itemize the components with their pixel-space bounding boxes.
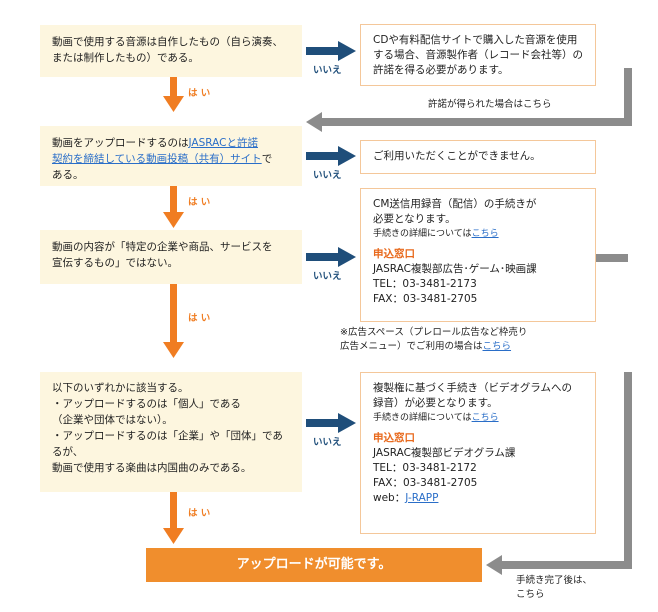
result-3-line-2: 必要となります。 [373,213,456,225]
question-4-line-3: （企業や団体ではない）。 [52,414,173,426]
j-rapp-link[interactable]: J-RAPP [405,492,439,504]
result-1-line-2: する場合、音源製作者（レコード会社等）の [373,49,583,61]
result-4-box: 複製権に基づく手続き（ビデオグラムへの 録音）が必要となります。 手続きの詳細に… [360,372,596,534]
result-4-line-1: 複製権に基づく手続き（ビデオグラムへの [373,382,572,394]
completion-return-line [500,372,632,569]
result-3-box: CM送信用録音（配信）の手続きが 必要となります。 手続きの詳細についてはこちら… [360,188,596,322]
ad-note-link[interactable]: こちら [482,341,512,352]
result-4-detail-link[interactable]: こちら [471,413,499,423]
result-3-contact-line-1: JASRAC複製部広告･ゲーム･映画課 [373,263,537,275]
no-arrow-3 [306,247,356,267]
completion-note-line-1: 手続き完了後は、 [516,575,593,586]
question-1-line-2: または制作したもの）である。 [52,52,199,64]
result-2-box: ご利用いただくことができません。 [360,140,596,174]
no-label-4: いいえ [313,437,342,448]
permission-note[interactable]: 許諾が得られた場合はこちら [428,99,552,110]
question-4-line-1: 以下のいずれかに該当する。 [52,382,189,394]
question-4-box: 以下のいずれかに該当する。 ・アップロードするのは「個人」である （企業や団体で… [40,372,302,492]
permission-return-line [320,68,632,126]
result-4-line-2: 録音）が必要となります。 [373,397,498,409]
upload-possible-banner: アップロードが可能です。 [146,548,482,582]
result-3-line-1: CM送信用録音（配信）の手続きが [373,198,537,210]
ad-note-line-1: ※広告スペース（プレロール広告など枠売り [340,327,528,338]
result-4-contact-title: 申込窓口 [373,432,415,444]
result-1-box: CDや有料配信サイトで購入した音源を使用 する場合、音源製作者（レコード会社等）… [360,24,596,86]
result-4-web: web：J-RAPP [373,491,583,506]
result-4-contact-line-2: TEL：03-3481-2172 [373,462,477,474]
result-3-contact-title: 申込窓口 [373,248,415,260]
no-arrow-4 [306,413,356,433]
question-3-box: 動画の内容が「特定の企業や商品、サービスを 宣伝するもの」ではない。 [40,230,302,284]
no-arrow-2 [306,146,356,166]
question-4-line-2: ・アップロードするのは「個人」である [52,398,241,410]
result-3-detail-text: 手続きの詳細については [373,229,472,239]
yes-arrow-4 [163,492,184,544]
yes-label-2: は い [188,197,211,208]
result-4-web-label: web： [373,492,406,504]
question-1-box: 動画で使用する音源は自作したもの（自ら演奏、 または制作したもの）である。 [40,25,302,77]
result-4-detail-text: 手続きの詳細については [373,413,472,423]
result-3-contact-line-2: TEL：03-3481-2173 [373,278,477,290]
result-3-detail: 手続きの詳細についてはこちら [373,227,583,241]
question-2-box: 動画をアップロードするのはJASRACと許諾 契約を締結している動画投稿（共有）… [40,126,302,186]
question-2-prefix: 動画をアップロードするのは [52,137,189,149]
result-4-contact-line-3: FAX：03-3481-2705 [373,477,478,489]
ad-note: ※広告スペース（プレロール広告など枠売り 広告メニュー）でご利用の場合はこちら [340,326,640,354]
question-4-line-5: 動画で使用する楽曲は内国曲のみである。 [52,462,252,474]
yes-arrow-1 [163,76,184,112]
question-4-line-4: ・アップロードするのは「企業」や「団体」であるが、 [52,430,283,458]
yes-label-1: は い [188,88,211,99]
jasrac-license-link-2[interactable]: 契約を締結している動画投稿（共有）サイト [52,153,262,165]
question-3-line-2: 宣伝するもの」ではない。 [52,257,178,269]
no-label-3: いいえ [313,271,342,282]
completion-note-line-2: こちら [516,589,545,600]
jasrac-license-link-1[interactable]: JASRACと許諾 [188,137,258,149]
question-2-suffix-1: で [261,153,273,165]
result-3-contact-line-3: FAX：03-3481-2705 [373,293,478,305]
completion-note[interactable]: 手続き完了後は、 こちら [516,574,592,602]
permission-return-arrowhead [306,112,322,132]
result-3-detail-link[interactable]: こちら [471,229,499,239]
result-4-contact-line-1: JASRAC複製部ビデオグラム課 [373,447,516,459]
yes-label-4: は い [188,508,211,519]
no-label-2: いいえ [313,170,342,181]
yes-arrow-3 [163,284,184,358]
completion-return-arrowhead [486,555,502,575]
result-4-detail: 手続きの詳細についてはこちら [373,411,583,425]
upload-possible-text: アップロードが可能です。 [236,557,392,572]
result-1-line-1: CDや有料配信サイトで購入した音源を使用 [373,34,578,46]
result-1-line-3: 許諾を得る必要があります。 [373,64,509,76]
result-2-text: ご利用いただくことができません。 [373,150,541,162]
question-3-line-1: 動画の内容が「特定の企業や商品、サービスを [52,241,273,253]
yes-label-3: は い [188,313,211,324]
ad-note-line-2: 広告メニュー）でご利用の場合はこちら [340,340,640,354]
no-arrow-1 [306,41,356,61]
question-2-suffix-2: ある。 [52,169,84,181]
yes-arrow-2 [163,186,184,228]
ad-note-line-2-text: 広告メニュー）でご利用の場合は [340,341,483,352]
question-1-line-1: 動画で使用する音源は自作したもの（自ら演奏、 [52,36,283,48]
no-label-1: いいえ [313,65,342,76]
